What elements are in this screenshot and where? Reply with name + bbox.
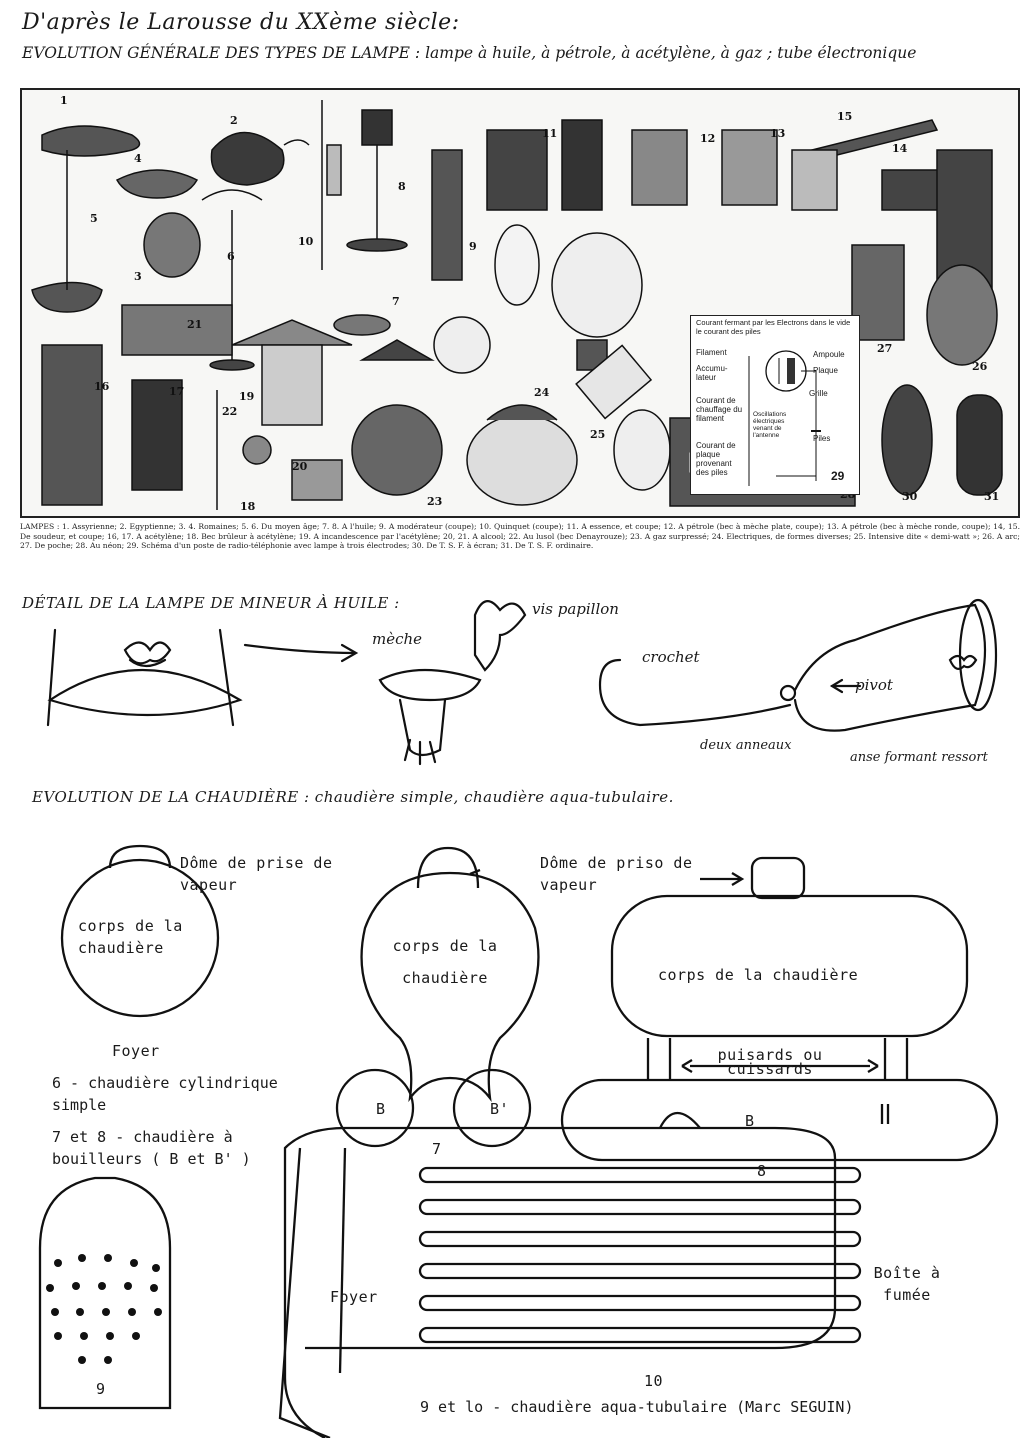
schema-courant-chauffage: Courant de chauffage du filament bbox=[696, 396, 743, 423]
schema-ampoule: Ampoule bbox=[813, 350, 845, 359]
plate-number: 18 bbox=[240, 500, 256, 513]
plate-number: 21 bbox=[187, 318, 202, 331]
radio-schema-box: Courant fermant par les Electrons dans l… bbox=[690, 315, 860, 495]
schema-circuit bbox=[748, 350, 821, 486]
schema-courant-plaque: Courant de plaque provenant des piles bbox=[696, 441, 736, 477]
fig8-puisards-label: puisards ou cuissards bbox=[717, 1046, 823, 1078]
boiler-drawings bbox=[38, 844, 999, 1438]
plate-number: 20 bbox=[292, 460, 308, 473]
fig8-number: 8 bbox=[757, 1162, 767, 1180]
label-pivot: pivot bbox=[855, 676, 893, 694]
fig10-caption: 9 et lo - chaudière aqua-tubulaire (Marc… bbox=[420, 1398, 854, 1416]
label-vis-papillon: vis papillon bbox=[532, 600, 619, 618]
plate-number: 26 bbox=[972, 360, 988, 373]
fig7-8-caption: 7 et 8 - chaudière à bouilleurs ( B et B… bbox=[52, 1128, 251, 1168]
schema-oscillations: Oscillations électriques venant de l'ant… bbox=[753, 411, 787, 439]
fig7-number: 7 bbox=[432, 1140, 442, 1158]
schema-plaque: Plaque bbox=[813, 366, 838, 375]
miner-lamp-drawing bbox=[46, 598, 998, 766]
schema-accumulateur: Accumu-lateur bbox=[696, 364, 728, 382]
fig10-boite-label: Boîte à fumée bbox=[873, 1264, 941, 1304]
schema-number: 29 bbox=[831, 469, 845, 483]
fig6-corps-label: corps de la chaudière bbox=[78, 917, 183, 957]
label-deux-anneaux: deux anneaux bbox=[700, 738, 792, 753]
fig8-corps-label: corps de la chaudière bbox=[658, 966, 859, 984]
plate-number: 1 bbox=[60, 94, 68, 107]
plate-number: 8 bbox=[398, 180, 406, 193]
plate-number: 23 bbox=[427, 495, 442, 508]
fig6-foyer-label: Foyer bbox=[112, 1042, 160, 1060]
label-meche: mèche bbox=[372, 630, 423, 648]
fig6-dome-label: Dôme de prise de vapeur bbox=[180, 854, 333, 894]
schema-filament: Filament bbox=[696, 348, 727, 357]
plate-number: 27 bbox=[877, 342, 892, 355]
plate-number: 9 bbox=[469, 240, 477, 253]
plate-number: 12 bbox=[700, 132, 715, 145]
label-crochet: crochet bbox=[642, 648, 700, 666]
schema-piles: Piles bbox=[813, 434, 831, 443]
fig10-foyer-label: Foyer bbox=[330, 1288, 378, 1306]
plate-number: 6 bbox=[227, 250, 235, 263]
plate-number: 3 bbox=[134, 270, 142, 283]
fig7-b1-label: B bbox=[376, 1100, 386, 1118]
schema-grille: Grille bbox=[809, 389, 828, 398]
plate-number: 11 bbox=[542, 127, 557, 140]
plate-number: 19 bbox=[239, 390, 254, 403]
fig6-caption: 6 - chaudière cylindrique simple bbox=[52, 1074, 278, 1114]
header-line-2: EVOLUTION GÉNÉRALE DES TYPES DE LAMPE : … bbox=[22, 44, 917, 62]
plate-number: 15 bbox=[837, 110, 852, 123]
plate-number: 24 bbox=[534, 386, 550, 399]
plate-number: 7 bbox=[392, 295, 400, 308]
plate-number: 5 bbox=[90, 212, 98, 225]
fig7-b2-label: B' bbox=[490, 1100, 510, 1118]
boiler-title: EVOLUTION DE LA CHAUDIÈRE : chaudière si… bbox=[32, 788, 674, 806]
plate-caption: LAMPES : 1. Assyrienne; 2. Egyptienne; 3… bbox=[20, 522, 1020, 551]
miner-lamp-title: DÉTAIL DE LA LAMPE DE MINEUR À HUILE : bbox=[22, 594, 400, 612]
plate-number: 31 bbox=[984, 490, 999, 503]
plate-number: 2 bbox=[230, 114, 238, 127]
plate-number: 17 bbox=[169, 385, 184, 398]
plate-number: 16 bbox=[94, 380, 110, 393]
plate-number: 10 bbox=[298, 235, 314, 248]
label-anse: anse formant ressort bbox=[850, 750, 988, 765]
plate-number: 25 bbox=[590, 428, 605, 441]
fig9-number: 9 bbox=[96, 1380, 106, 1398]
fig10-number: 10 bbox=[644, 1372, 664, 1390]
header-line-1: D'après le Larousse du XXème siècle: bbox=[22, 10, 460, 35]
lamp-engraving-plate: 1 2 3 4 5 6 7 8 9 10 11 12 13 14 15 16 1… bbox=[20, 88, 1020, 518]
plate-number: 30 bbox=[902, 490, 918, 503]
fig7-corps-label: corps de la chaudière bbox=[392, 937, 498, 987]
plate-number: 4 bbox=[134, 152, 142, 165]
plate-number: 13 bbox=[770, 127, 785, 140]
plate-number: 22 bbox=[222, 405, 237, 418]
lamp-engravings: 1 2 3 4 5 6 7 8 9 10 11 12 13 14 15 16 1… bbox=[31, 94, 1003, 513]
schema-title: Courant fermant par les Electrons dans l… bbox=[696, 318, 851, 336]
plate-number: 14 bbox=[892, 142, 908, 155]
fig7-dome-label: Dôme de priso de vapeur bbox=[540, 854, 693, 894]
fig8-b-label: B bbox=[745, 1112, 755, 1130]
